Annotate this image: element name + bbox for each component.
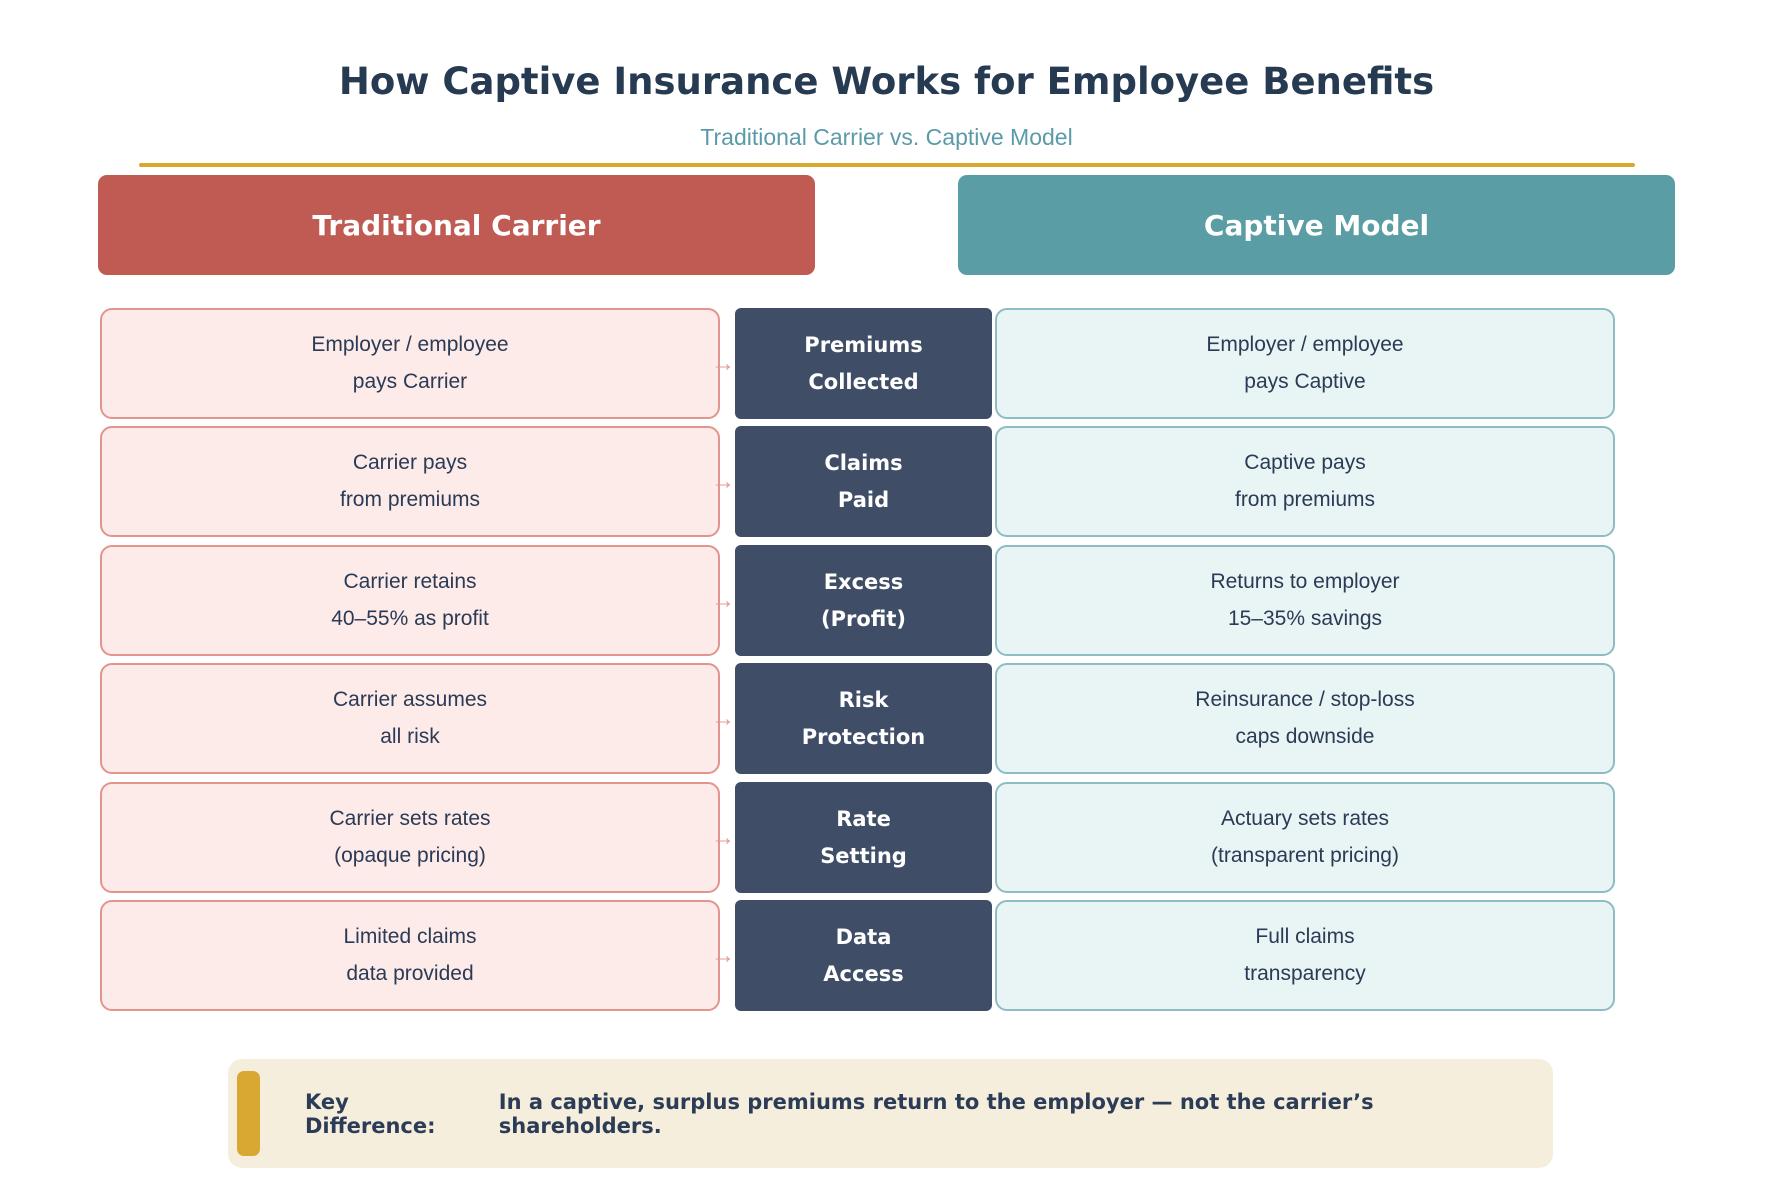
captive-cell: Captive pays from premiums xyxy=(995,426,1615,537)
category-cell: Claims Paid xyxy=(735,426,992,537)
captive-model-header: Captive Model xyxy=(958,175,1675,275)
page-title: How Captive Insurance Works for Employee… xyxy=(338,60,1435,103)
key-difference-text-row: Key Difference: In a captive, surplus pr… xyxy=(305,1059,1533,1168)
category-cell: Risk Protection xyxy=(735,663,992,774)
flow-right-arrow-icon: → xyxy=(711,704,735,732)
comparison-row-claims: Carrier pays from premiums → Claims Paid… xyxy=(0,426,1773,537)
key-difference-label: Key Difference: xyxy=(305,1089,436,1138)
traditional-cell: Limited claims data provided xyxy=(100,900,720,1011)
flow-right-arrow-icon: → xyxy=(711,467,735,495)
captive-cell: Reinsurance / stop-loss caps downside xyxy=(995,663,1615,774)
comparison-row-rates: Carrier sets rates (opaque pricing) → Ra… xyxy=(0,782,1773,893)
flow-right-arrow-icon: → xyxy=(711,941,735,969)
gold-divider-line xyxy=(139,163,1635,167)
traditional-carrier-header: Traditional Carrier xyxy=(98,175,815,275)
traditional-cell: Carrier retains 40–55% as profit xyxy=(100,545,720,656)
comparison-row-premiums: Employer / employee pays Carrier → Premi… xyxy=(0,308,1773,419)
category-cell: Rate Setting xyxy=(735,782,992,893)
comparison-row-risk: Carrier assumes all risk → Risk Protecti… xyxy=(0,663,1773,774)
category-cell: Excess (Profit) xyxy=(735,545,992,656)
flow-right-arrow-icon: → xyxy=(711,349,735,377)
traditional-cell: Carrier assumes all risk xyxy=(100,663,720,774)
comparison-row-excess: Carrier retains 40–55% as profit → Exces… xyxy=(0,545,1773,656)
captive-cell: Full claims transparency xyxy=(995,900,1615,1011)
key-difference-callout: Key Difference: In a captive, surplus pr… xyxy=(228,1059,1553,1168)
captive-cell: Actuary sets rates (transparent pricing) xyxy=(995,782,1615,893)
flow-right-arrow-icon: → xyxy=(711,586,735,614)
traditional-cell: Employer / employee pays Carrier xyxy=(100,308,720,419)
category-cell: Data Access xyxy=(735,900,992,1011)
page-subtitle: Traditional Carrier vs. Captive Model xyxy=(700,124,1073,150)
key-difference-accent-bar xyxy=(237,1071,260,1156)
traditional-cell: Carrier pays from premiums xyxy=(100,426,720,537)
traditional-cell: Carrier sets rates (opaque pricing) xyxy=(100,782,720,893)
captive-cell: Employer / employee pays Captive xyxy=(995,308,1615,419)
key-difference-text: In a captive, surplus premiums return to… xyxy=(498,1089,1374,1138)
category-cell: Premiums Collected xyxy=(735,308,992,419)
flow-right-arrow-icon: → xyxy=(711,823,735,851)
comparison-row-data: Limited claims data provided → Data Acce… xyxy=(0,900,1773,1011)
captive-cell: Returns to employer 15–35% savings xyxy=(995,545,1615,656)
